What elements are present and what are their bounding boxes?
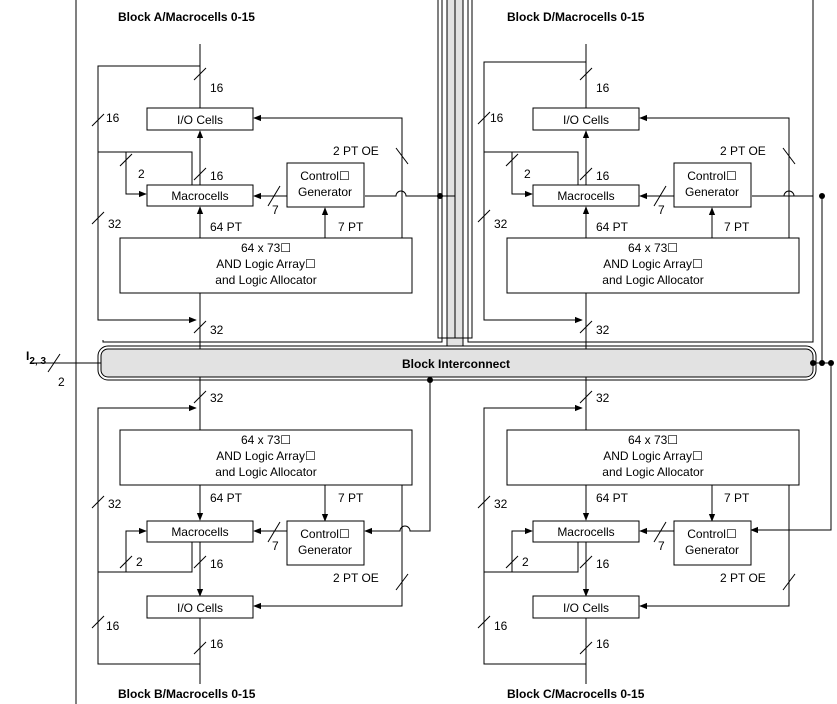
svg-text:Generator: Generator <box>298 185 352 199</box>
svg-text:2: 2 <box>524 167 531 181</box>
block-interconnect-label: Block Interconnect <box>402 357 510 371</box>
svg-text:64 PT: 64 PT <box>596 491 629 505</box>
block-a-io-cells <box>146 107 254 131</box>
svg-text:7 PT: 7 PT <box>724 491 750 505</box>
svg-text:2: 2 <box>136 555 143 569</box>
block-c-title: Block C/Macrocells 0-15 <box>507 687 645 701</box>
svg-text:Control☐: Control☐ <box>300 527 349 541</box>
svg-text:and Logic Allocator: and Logic Allocator <box>215 273 316 287</box>
block-a-macrocells <box>146 184 254 207</box>
block-c-and-array <box>506 429 800 486</box>
svg-text:64 x 73☐: 64 x 73☐ <box>628 241 678 255</box>
svg-text:Generator: Generator <box>298 543 352 557</box>
svg-text:7: 7 <box>658 203 665 217</box>
svg-text:64 x 73☐: 64 x 73☐ <box>628 433 678 447</box>
svg-text:7: 7 <box>272 539 279 553</box>
svg-text:2 PT OE: 2 PT OE <box>720 571 766 585</box>
block-b-title: Block B/Macrocells 0-15 <box>118 687 256 701</box>
svg-text:32: 32 <box>596 391 610 405</box>
svg-text:7 PT: 7 PT <box>338 220 364 234</box>
block-d-io-cells <box>532 107 640 131</box>
svg-text:16: 16 <box>494 619 508 633</box>
svg-text:and Logic Allocator: and Logic Allocator <box>602 273 703 287</box>
svg-text:AND Logic Array☐: AND Logic Array☐ <box>216 449 315 463</box>
svg-text:7: 7 <box>272 203 279 217</box>
block-a-pin-width: 16 <box>210 81 224 95</box>
block-d-macrocells <box>532 184 640 207</box>
svg-text:7 PT: 7 PT <box>338 491 364 505</box>
svg-text:16: 16 <box>106 619 120 633</box>
block-a-and-array <box>119 237 413 294</box>
block-d-and-array <box>506 237 800 294</box>
svg-text:Macrocells: Macrocells <box>557 189 614 203</box>
svg-text:16: 16 <box>596 81 610 95</box>
svg-text:2: 2 <box>522 555 529 569</box>
svg-text:Generator: Generator <box>685 543 739 557</box>
svg-text:I/O Cells: I/O Cells <box>563 113 609 127</box>
svg-text:Generator: Generator <box>685 185 739 199</box>
svg-text:Macrocells: Macrocells <box>557 525 614 539</box>
svg-text:AND Logic Array☐: AND Logic Array☐ <box>216 257 315 271</box>
block-a-title: Block A/Macrocells 0-15 <box>118 10 255 24</box>
svg-text:64 PT: 64 PT <box>596 220 629 234</box>
svg-text:16: 16 <box>596 169 610 183</box>
svg-text:2 PT OE: 2 PT OE <box>333 571 379 585</box>
svg-text:32: 32 <box>108 217 122 231</box>
block-a-frame <box>437 0 456 339</box>
block-a-control-generator <box>286 162 365 208</box>
input-width-label: 2 <box>58 375 65 389</box>
block-a: Block A/Macrocells 0-15 16 I/O Cells 16 … <box>91 10 455 349</box>
block-d-title: Block D/Macrocells 0-15 <box>507 10 645 24</box>
svg-text:7: 7 <box>658 539 665 553</box>
svg-text:Control☐: Control☐ <box>687 527 736 541</box>
svg-text:7 PT: 7 PT <box>724 220 750 234</box>
svg-text:32: 32 <box>596 323 610 337</box>
svg-text:16: 16 <box>210 169 224 183</box>
svg-text:and Logic Allocator: and Logic Allocator <box>215 465 316 479</box>
block-d-control-generator <box>673 162 752 208</box>
svg-text:Control☐: Control☐ <box>687 169 736 183</box>
svg-text:AND Logic Array☐: AND Logic Array☐ <box>603 257 702 271</box>
block-b: 32 32 16 64 x 73☐ AND Logic Array☐ and L… <box>91 377 433 701</box>
svg-text:AND Logic Array☐: AND Logic Array☐ <box>603 449 702 463</box>
svg-text:Control☐: Control☐ <box>300 169 349 183</box>
svg-text:2 PT OE: 2 PT OE <box>720 144 766 158</box>
svg-text:32: 32 <box>494 217 508 231</box>
svg-text:32: 32 <box>494 497 508 511</box>
svg-text:Macrocells: Macrocells <box>171 189 228 203</box>
input-i-label: I2, 3 <box>26 349 46 367</box>
svg-text:64 x 73☐: 64 x 73☐ <box>241 433 291 447</box>
svg-text:I/O Cells: I/O Cells <box>177 113 223 127</box>
svg-text:Macrocells: Macrocells <box>171 525 228 539</box>
block-b-and-array <box>119 429 413 486</box>
block-d: Block D/Macrocells 0-15 16 I/O Cells 16 … <box>477 10 813 349</box>
svg-text:16: 16 <box>210 637 224 651</box>
svg-text:16: 16 <box>210 557 224 571</box>
svg-text:32: 32 <box>108 497 122 511</box>
svg-text:16: 16 <box>596 637 610 651</box>
svg-text:and Logic Allocator: and Logic Allocator <box>602 465 703 479</box>
svg-text:64 PT: 64 PT <box>210 491 243 505</box>
svg-text:32: 32 <box>210 391 224 405</box>
svg-text:2: 2 <box>138 167 145 181</box>
svg-text:32: 32 <box>210 323 224 337</box>
svg-text:64 PT: 64 PT <box>210 220 243 234</box>
block-c: 32 32 16 64 x 73☐ AND Logic Array☐ and L… <box>477 377 800 701</box>
block-c-control-generator <box>673 520 752 566</box>
svg-text:I/O Cells: I/O Cells <box>563 601 609 615</box>
block-b-control-generator <box>286 520 365 566</box>
svg-text:I/O Cells: I/O Cells <box>177 601 223 615</box>
block-d-frame <box>467 0 814 343</box>
svg-text:2 PT OE: 2 PT OE <box>333 144 379 158</box>
svg-text:64 x 73☐: 64 x 73☐ <box>241 241 291 255</box>
svg-text:16: 16 <box>106 111 120 125</box>
svg-text:16: 16 <box>490 111 504 125</box>
svg-text:16: 16 <box>596 557 610 571</box>
